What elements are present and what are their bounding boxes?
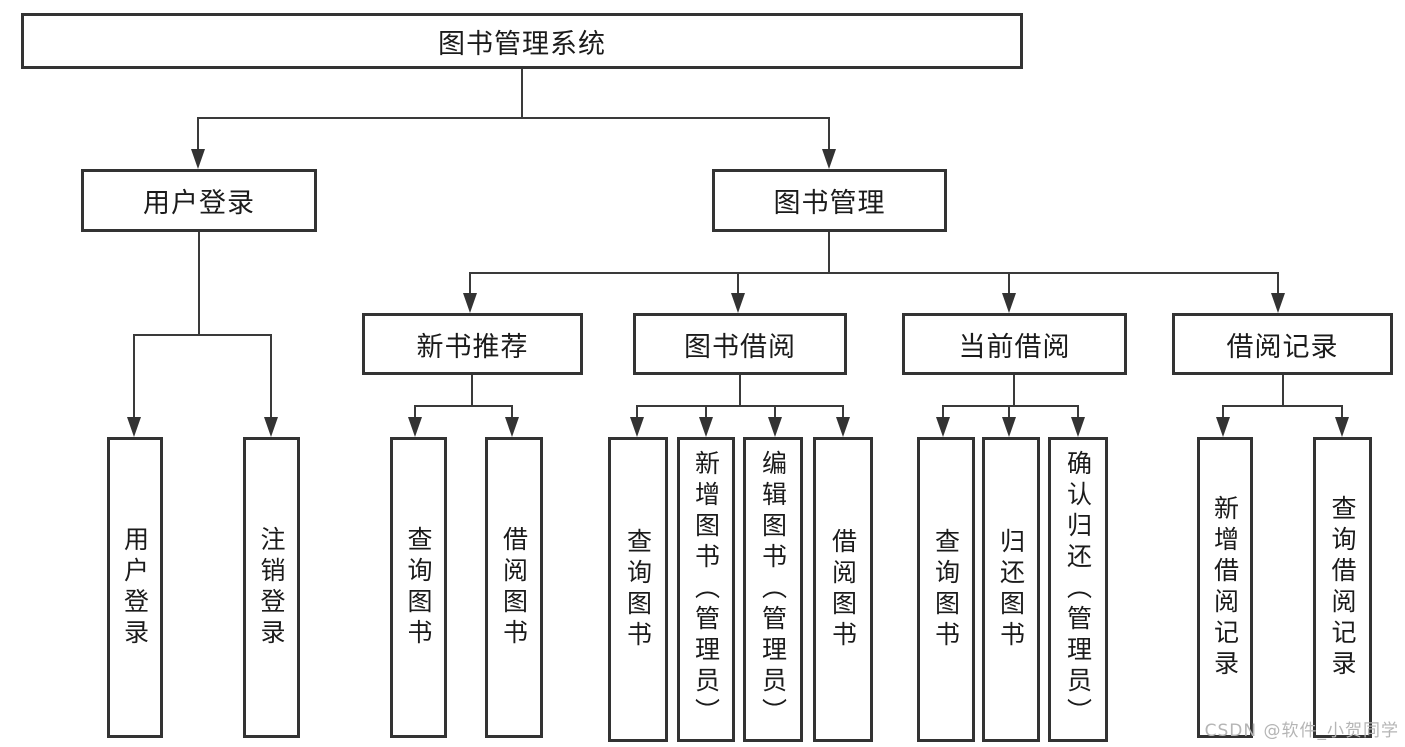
node-borrow-record: 借阅记录 [1172,313,1393,375]
connector-line [737,272,739,295]
leaf-current-return-book: 归还图书 [982,437,1040,742]
arrow-down-icon [1002,293,1016,313]
connector-line [1222,405,1343,407]
connector-line [739,375,741,407]
connector-line [469,272,471,295]
csdn-watermark: CSDN @软件_小贺同学 [1204,721,1399,741]
connector-line [469,272,1279,274]
leaf-label: 确认归还（管理员） [1063,450,1093,729]
connector-line [1222,405,1224,419]
leaf-label: 查询借阅记录 [1328,494,1357,681]
connector-line [828,117,830,151]
connector-line [842,405,844,419]
leaf-current-query-book: 查询图书 [917,437,975,742]
connector-line [1277,272,1279,295]
connector-line [1008,405,1010,419]
node-root: 图书管理系统 [21,13,1023,69]
node-user-login: 用户登录 [81,169,317,232]
leaf-recommend-borrow-book: 借阅图书 [485,437,543,738]
connector-line [1077,405,1079,419]
arrow-down-icon [127,417,141,437]
connector-line [133,334,135,419]
arrow-down-icon [191,149,205,169]
connector-line [270,334,272,419]
leaf-record-query-borrow-record: 查询借阅记录 [1313,437,1372,738]
connector-line [471,375,473,407]
connector-line [1008,272,1010,295]
arrow-down-icon [264,417,278,437]
connector-line [942,405,1079,407]
arrow-down-icon [1071,417,1085,437]
leaf-record-add-borrow-record: 新增借阅记录 [1197,437,1253,738]
connector-line [636,405,844,407]
leaf-borrow-borrow-book: 借阅图书 [813,437,873,742]
arrow-down-icon [699,417,713,437]
leaf-label: 新增图书（管理员） [691,450,721,729]
leaf-label: 用户登录 [120,525,150,650]
connector-line [198,232,200,336]
arrow-down-icon [630,417,644,437]
arrow-down-icon [731,293,745,313]
leaf-user-login: 用户登录 [107,437,163,738]
connector-line [133,334,272,336]
leaf-recommend-query-book: 查询图书 [390,437,447,738]
arrow-down-icon [836,417,850,437]
leaf-label: 借阅图书 [828,527,858,652]
leaf-label: 新增借阅记录 [1210,494,1240,681]
connector-line [1341,405,1343,419]
connector-line [414,405,416,419]
leaf-label: 归还图书 [996,527,1026,652]
leaf-current-confirm-return-admin: 确认归还（管理员） [1048,437,1108,742]
arrow-down-icon [505,417,519,437]
leaf-label: 注销登录 [257,525,286,650]
connector-line [197,117,199,151]
connector-line [828,232,830,274]
leaf-label: 借阅图书 [499,525,529,650]
connector-line [521,69,523,119]
arrow-down-icon [1271,293,1285,313]
arrow-down-icon [936,417,950,437]
arrow-down-icon [768,417,782,437]
arrow-down-icon [1216,417,1230,437]
leaf-borrow-query-book: 查询图书 [608,437,668,742]
node-current-borrow: 当前借阅 [902,313,1127,375]
connector-line [774,405,776,419]
leaf-label: 查询图书 [931,527,961,652]
connector-line [414,405,513,407]
leaf-label: 查询图书 [404,525,433,650]
arrow-down-icon [1002,417,1016,437]
arrow-down-icon [463,293,477,313]
connector-line [1282,375,1284,407]
connector-line [942,405,944,419]
node-book-borrow: 图书借阅 [633,313,847,375]
leaf-label: 查询图书 [623,527,653,652]
arrow-down-icon [1335,417,1349,437]
connector-line [511,405,513,419]
leaf-borrow-add-book-admin: 新增图书（管理员） [677,437,735,742]
arrow-down-icon [822,149,836,169]
leaf-logout: 注销登录 [243,437,300,738]
node-book-management: 图书管理 [712,169,947,232]
leaf-borrow-edit-book-admin: 编辑图书（管理员） [743,437,803,742]
connector-line [197,117,830,119]
connector-line [705,405,707,419]
connector-line [1013,375,1015,407]
node-new-book-recommend: 新书推荐 [362,313,583,375]
arrow-down-icon [408,417,422,437]
connector-line [636,405,638,419]
leaf-label: 编辑图书（管理员） [758,450,788,729]
